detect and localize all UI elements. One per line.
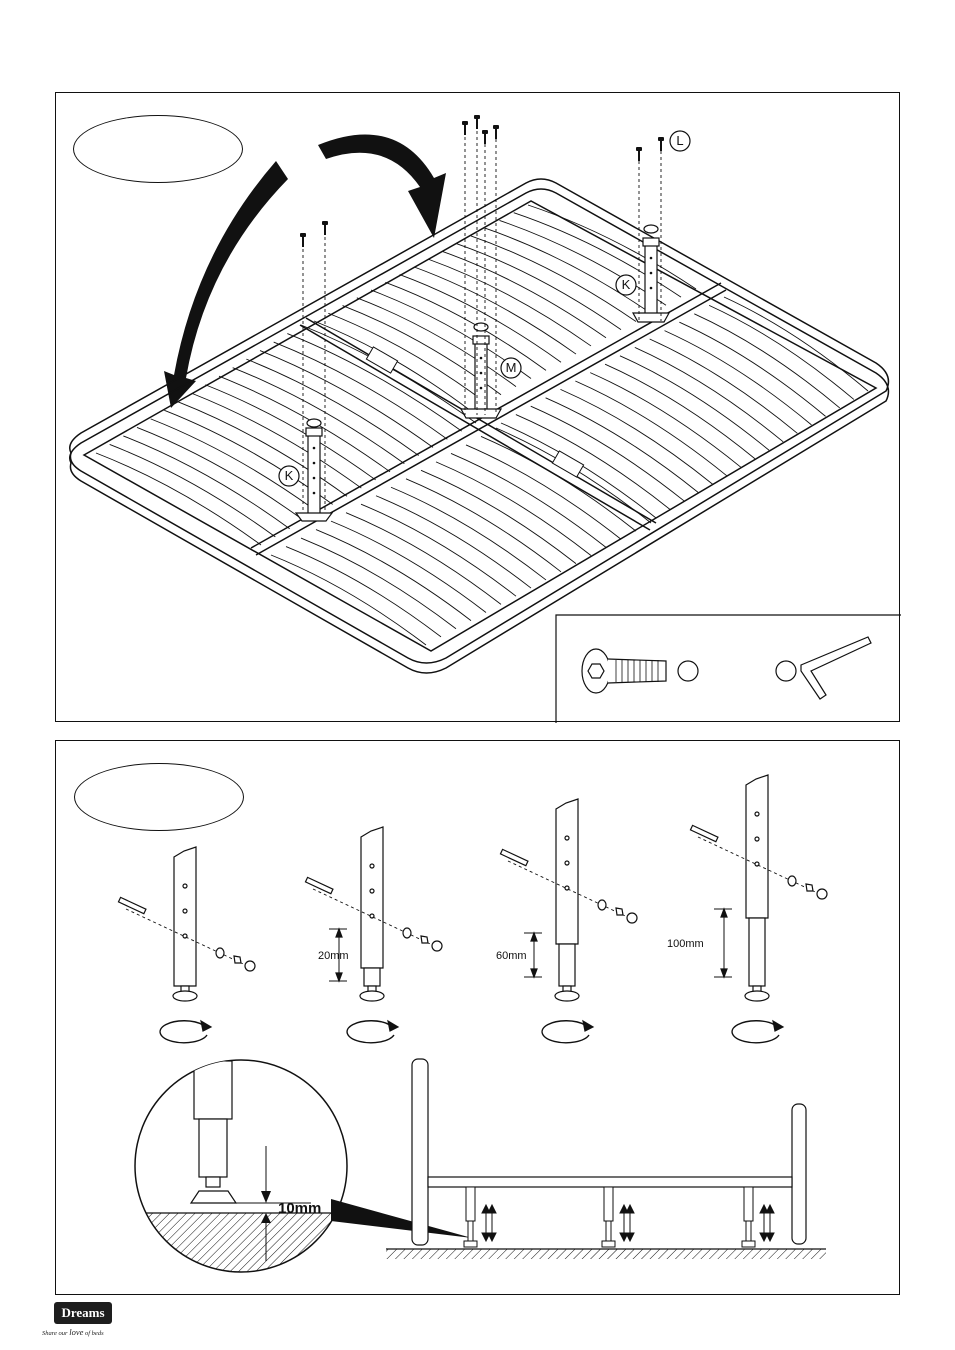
part-label-M: M — [506, 360, 517, 375]
leg-adjustment-diagram: 20mm 60mm 100mm 10mm — [56, 741, 901, 1296]
part-label-L: L — [676, 133, 683, 148]
adjustable-leg-4: 100mm — [667, 775, 827, 1043]
side-leg-3 — [742, 1187, 774, 1247]
bed-frame — [70, 179, 889, 673]
part-label-K-right: K — [622, 277, 631, 292]
dreams-brand-logo: Dreams Share our love of beds — [42, 1298, 152, 1340]
screw-guide-lines — [303, 125, 661, 513]
part-label-K-left: K — [285, 468, 294, 483]
parts-inset — [556, 615, 901, 723]
side-leg-1 — [464, 1187, 496, 1247]
adjustable-leg-2: 20mm — [305, 827, 442, 1043]
screw-icon — [300, 115, 664, 247]
tagline-pre: Share our — [42, 1330, 69, 1337]
adjustable-leg-3: 60mm — [496, 799, 637, 1043]
support-legs — [296, 225, 669, 521]
bolt-icon — [582, 649, 666, 693]
quantity-circle-key — [776, 661, 796, 681]
brand-tagline: Share our love of beds — [42, 1327, 152, 1337]
tagline-love: love — [69, 1327, 83, 1337]
gap-measurement-label: 10mm — [278, 1200, 321, 1217]
side-view-legs — [464, 1187, 774, 1247]
quantity-circle-bolt — [678, 661, 698, 681]
brand-name: Dreams — [54, 1302, 112, 1324]
allen-key-icon — [801, 637, 871, 699]
assembly-step-legs-panel: 20mm 60mm 100mm 10mm — [55, 740, 900, 1295]
flip-arrow-icon — [164, 134, 446, 408]
tagline-post: of beds — [83, 1330, 103, 1337]
adjustable-leg-1 — [118, 847, 255, 1043]
measurement-label-m100: 100mm — [667, 938, 704, 950]
assembly-step-frame-panel: L K M K — [55, 92, 900, 722]
side-leg-2 — [602, 1187, 634, 1247]
bed-frame-diagram: L K M K — [56, 93, 901, 723]
measurement-label-m20: 20mm — [318, 950, 349, 962]
measurement-label-m60: 60mm — [496, 950, 527, 962]
